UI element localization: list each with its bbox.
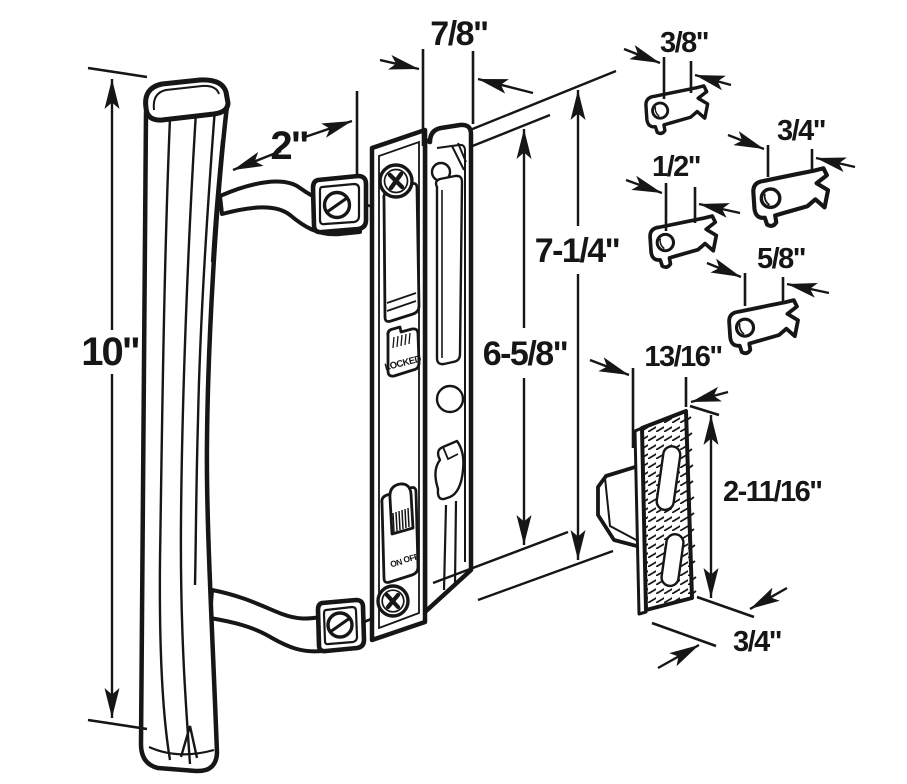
- dim-faceplate-depth: 7/8": [379, 15, 534, 146]
- wooden-handle[interactable]: [138, 77, 231, 774]
- keeper-hook-1-2: [648, 214, 719, 270]
- dim-handle-length: 10": [81, 66, 148, 731]
- dim-keeper-5-8: 5/8": [706, 243, 830, 306]
- switch-knob[interactable]: [388, 482, 415, 536]
- locked-indicator[interactable]: LOCKED: [384, 325, 423, 378]
- dim-strike-width: 13/16": [589, 341, 729, 448]
- faceplate-screw-bottom: [376, 584, 410, 618]
- dim-overall-length: 7-1/4": [535, 90, 621, 560]
- wood-grain: [148, 107, 224, 765]
- dim-keeper-3-4: 3/4": [727, 115, 856, 177]
- faceplate: LOCKED ON OFF: [369, 127, 428, 643]
- keeper-hook-5-8: [727, 298, 800, 356]
- svg-text:1/2": 1/2": [652, 151, 700, 183]
- upper-mounting-bracket: [218, 173, 369, 237]
- dim-keeper-3-8: 3/8": [623, 27, 732, 99]
- svg-text:13/16": 13/16": [644, 341, 721, 373]
- svg-text:7-1/4": 7-1/4": [535, 232, 620, 270]
- svg-text:3/4": 3/4": [733, 626, 781, 658]
- strike-slot-upper: [655, 445, 682, 512]
- projection-lines: [432, 69, 617, 602]
- lock-housing: [422, 122, 474, 615]
- svg-text:3/4": 3/4": [777, 115, 825, 147]
- svg-text:2": 2": [270, 124, 307, 168]
- svg-text:10": 10": [81, 330, 138, 374]
- on-label: ON: [389, 557, 403, 570]
- off-label: OFF: [402, 551, 420, 565]
- svg-text:7/8": 7/8": [430, 15, 487, 53]
- dim-faceplate-length: 6-5/8": [483, 129, 569, 545]
- strike-plate: [596, 409, 697, 616]
- svg-text:6-5/8": 6-5/8": [483, 335, 568, 373]
- dim-handle-offset: 2": [232, 91, 359, 176]
- dim-keeper-1-2: 1/2": [625, 151, 741, 231]
- svg-text:2-11/16": 2-11/16": [723, 476, 822, 508]
- svg-text:3/8": 3/8": [660, 27, 708, 59]
- dim-strike-depth: 3/4": [651, 586, 788, 670]
- strike-slot-lower: [660, 533, 685, 588]
- svg-text:5/8": 5/8": [757, 243, 805, 275]
- keeper-hook-3-8: [644, 84, 710, 136]
- onoff-switch[interactable]: ON OFF: [380, 482, 420, 584]
- lower-mounting-bracket: [208, 588, 367, 654]
- latch-mechanism: [430, 142, 467, 591]
- faceplate-screw-top: [378, 163, 414, 199]
- keeper-hook-3-4: [753, 168, 828, 226]
- handle-top-cap: [143, 77, 231, 123]
- dim-strike-length: 2-11/16": [689, 404, 823, 598]
